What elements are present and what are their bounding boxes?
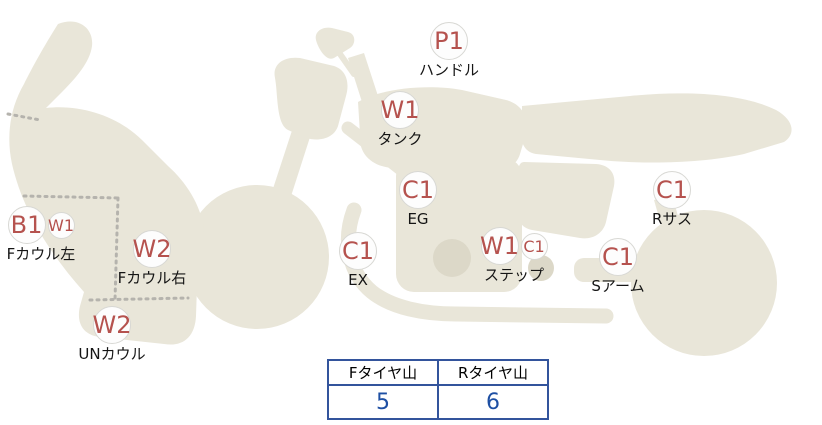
part-label-rear-suspension: C1 Rサス (624, 171, 720, 228)
side-cover-shape (517, 162, 615, 239)
code-row: W2 (132, 230, 172, 268)
code-row: C1 (653, 171, 691, 209)
code-circle: C1 (399, 171, 437, 209)
tire-tread-rear-value: 6 (437, 384, 549, 420)
code-text: P1 (434, 27, 464, 55)
code-circle: W2 (92, 306, 132, 344)
code-circle: B1 (7, 206, 46, 244)
part-label-front-cowl-left: B1 W1 Fカウル左 (0, 206, 89, 263)
part-name: Fカウル左 (6, 245, 76, 263)
code-text: C1 (601, 243, 635, 271)
code-text: B1 (10, 211, 43, 239)
part-label-handle: P1 ハンドル (401, 22, 497, 79)
tire-table-header-front: Fタイヤ山 (327, 359, 439, 386)
tire-tread-front-value: 5 (327, 384, 439, 420)
part-label-tank: W1 タンク (352, 91, 448, 148)
part-label-engine: C1 EG (370, 171, 466, 228)
tire-table-header-row: Fタイヤ山 Rタイヤ山 (327, 359, 549, 386)
code-circle: W1 (380, 91, 420, 129)
headlight-shape (274, 57, 348, 140)
mirror-stalk-shape (337, 51, 357, 77)
part-name: ステップ (483, 266, 544, 284)
tire-table-header-rear: Rタイヤ山 (437, 359, 549, 386)
cowl-divider-top (6, 112, 42, 122)
tire-tread-table: Fタイヤ山 Rタイヤ山 5 6 (327, 359, 549, 420)
cowl-divider-bottom-horizontal (88, 296, 190, 302)
code-text: C1 (655, 176, 689, 204)
code-text: W1 (480, 232, 519, 260)
mirror-shape (315, 27, 355, 59)
tire-table-value-row: 5 6 (327, 384, 549, 420)
code-row: P1 (430, 22, 468, 60)
rear-shock-shape (654, 195, 686, 249)
handlebar-shape (348, 53, 378, 102)
part-name: EX (348, 271, 368, 289)
part-label-step: W1 C1 ステップ (466, 227, 562, 284)
code-circle: C1 (653, 171, 691, 209)
code-circle-secondary: W1 (47, 211, 75, 239)
code-row: C1 (399, 171, 437, 209)
part-name: Rサス (651, 210, 693, 228)
part-label-front-cowl-right: W2 Fカウル右 (104, 230, 200, 287)
code-row: C1 (599, 238, 637, 276)
code-text: W2 (132, 235, 172, 263)
engine-cover-detail (433, 239, 471, 277)
part-label-swing-arm: C1 Sアーム (570, 238, 666, 295)
part-name: EG (407, 210, 429, 228)
code-text: W2 (92, 311, 132, 339)
part-label-under-cowl: W2 UNカウル (64, 306, 160, 363)
front-cowl-shape (9, 21, 204, 345)
code-row: C1 (339, 232, 377, 270)
code-circle: C1 (599, 238, 637, 276)
cowl-divider-vertical (113, 196, 120, 302)
part-name: タンク (377, 130, 423, 148)
part-name: UNカウル (78, 345, 146, 363)
code-circle: W1 (480, 227, 519, 265)
code-text: C1 (523, 236, 545, 256)
code-text: W1 (380, 96, 420, 124)
code-row: W1 (380, 91, 420, 129)
code-circle-secondary: C1 (520, 232, 548, 260)
footpeg-detail (528, 255, 554, 281)
code-circle: W2 (132, 230, 172, 268)
code-circle: C1 (339, 232, 377, 270)
code-text: W1 (48, 215, 74, 235)
part-name: ハンドル (418, 61, 479, 79)
code-circle: P1 (430, 22, 468, 60)
code-row: B1 W1 (7, 206, 75, 244)
front-wheel-shape (185, 185, 329, 329)
part-label-exhaust: C1 EX (310, 232, 406, 289)
part-name: Fカウル右 (117, 269, 187, 287)
seat-tail-shape (521, 93, 792, 163)
code-text: C1 (341, 237, 375, 265)
cowl-divider-mid-horizontal (22, 194, 120, 200)
code-row: W2 (92, 306, 132, 344)
part-name: Sアーム (591, 277, 645, 295)
code-text: C1 (401, 176, 435, 204)
code-row: W1 C1 (480, 227, 548, 265)
